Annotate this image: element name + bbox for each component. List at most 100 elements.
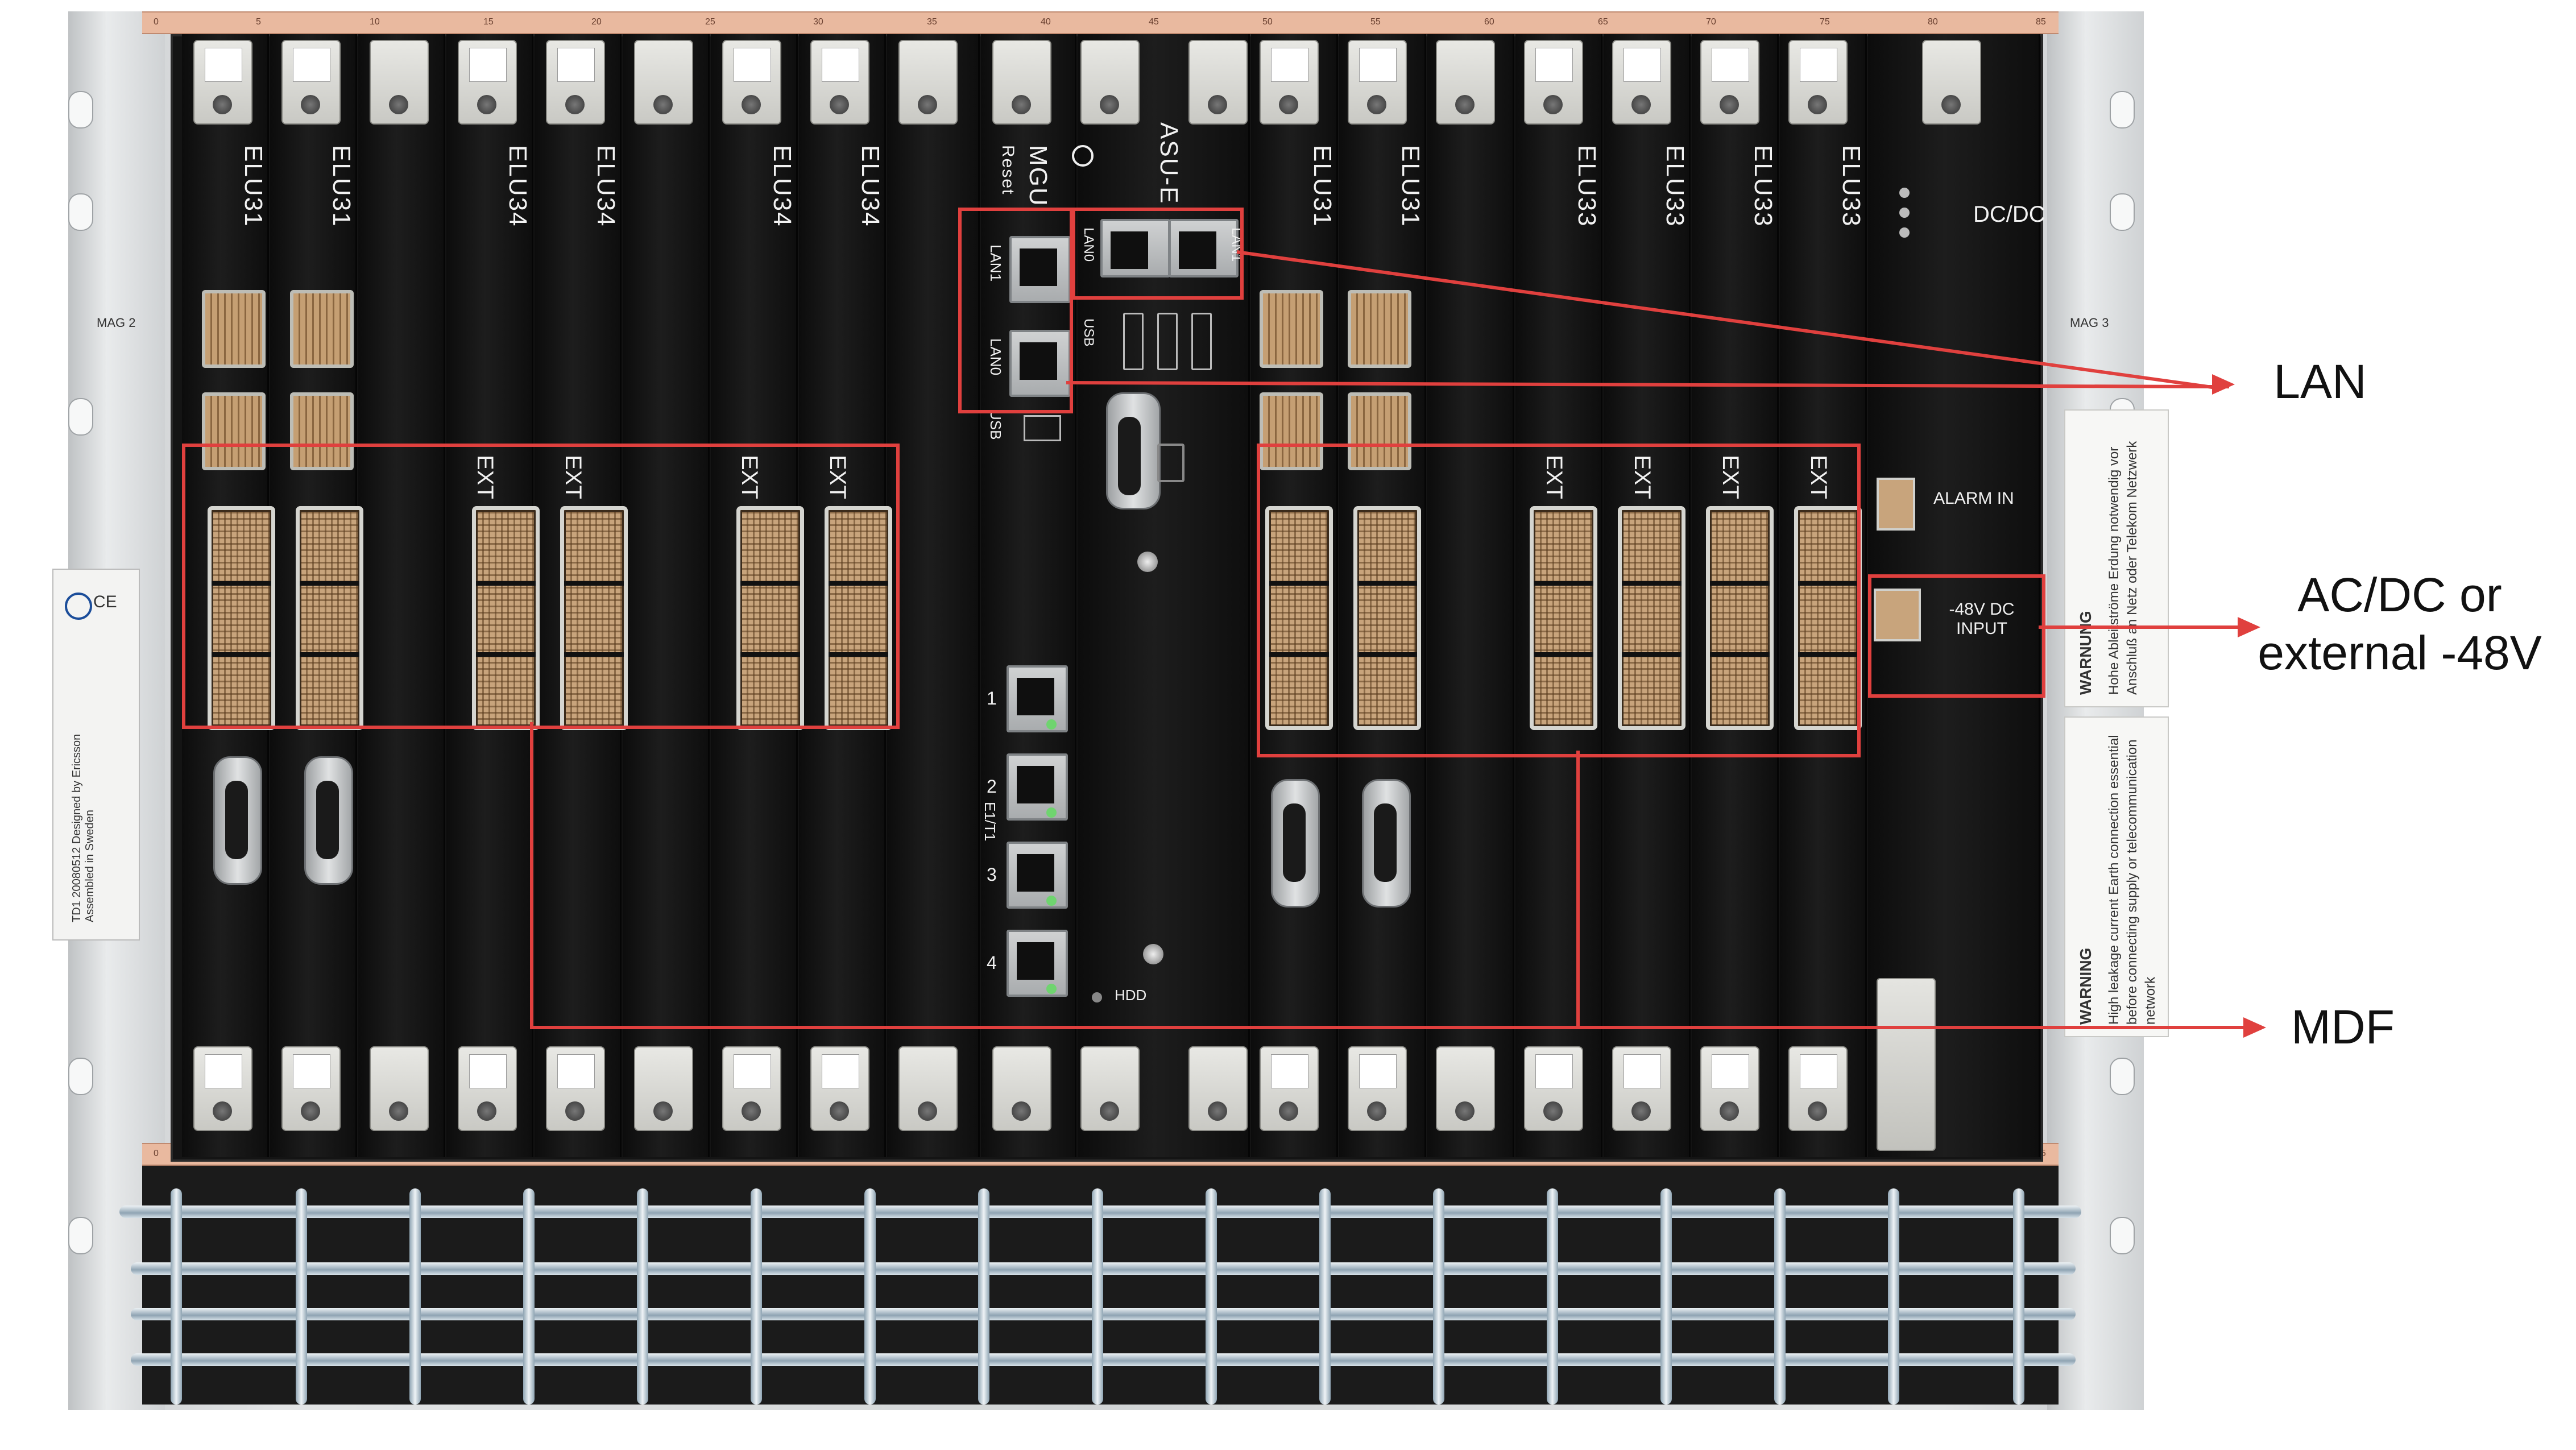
bottom-latch[interactable] (458, 1046, 517, 1131)
bottom-latch[interactable] (1788, 1046, 1848, 1131)
asu-lan1-port[interactable] (1169, 219, 1239, 277)
e1t1-port-3[interactable] (1007, 842, 1068, 909)
bottom-latch[interactable] (1436, 1046, 1495, 1131)
bottom-latch[interactable] (1524, 1046, 1583, 1131)
bottom-latch[interactable] (898, 1046, 958, 1131)
sfp-port[interactable] (202, 392, 266, 470)
top-latch[interactable] (193, 40, 252, 125)
mdf-connector[interactable] (1530, 506, 1597, 730)
e1t1-port-1[interactable] (1007, 665, 1068, 732)
sfp-port[interactable] (1348, 392, 1411, 470)
sfp-port[interactable] (1348, 290, 1411, 368)
rail-hole (2110, 1058, 2135, 1095)
tray-rail (131, 1308, 2076, 1320)
mdf-connector[interactable] (296, 506, 363, 730)
top-latch[interactable] (1080, 40, 1140, 125)
top-latch[interactable] (1922, 40, 1981, 125)
port-number-3: 3 (987, 864, 997, 885)
tray-hook (171, 1188, 182, 1405)
top-latch[interactable] (281, 40, 341, 125)
hdd-led (1092, 992, 1102, 1002)
tray-hook (1660, 1188, 1672, 1405)
ext-label: EXT (561, 455, 586, 499)
board-label-elu31: ELU31 (328, 145, 355, 227)
top-latch[interactable] (1700, 40, 1759, 125)
top-latch[interactable] (546, 40, 605, 125)
bottom-latch[interactable] (1348, 1046, 1407, 1131)
usb-port[interactable] (1024, 415, 1061, 441)
serial-port[interactable] (1271, 779, 1320, 908)
leader-mdf (530, 1026, 2253, 1029)
bottom-latch[interactable] (281, 1046, 341, 1131)
ext-label: EXT (1542, 455, 1567, 499)
console-port[interactable] (1106, 392, 1161, 509)
usb-port[interactable] (1191, 313, 1212, 370)
top-latch[interactable] (722, 40, 781, 125)
top-latch[interactable] (1188, 40, 1248, 125)
status-led (1899, 208, 1910, 218)
top-latch[interactable] (1436, 40, 1495, 125)
mdf-connector[interactable] (1353, 506, 1421, 730)
top-latch[interactable] (1788, 40, 1848, 125)
top-latch[interactable] (992, 40, 1051, 125)
top-latch[interactable] (1524, 40, 1583, 125)
sfp-port[interactable] (1260, 290, 1323, 368)
top-latch[interactable] (370, 40, 429, 125)
top-latch[interactable] (1612, 40, 1671, 125)
mgu-lan1-port[interactable] (1009, 236, 1071, 303)
sfp-port[interactable] (1260, 392, 1323, 470)
mag2-label: MAG 2 (97, 316, 136, 330)
board-label-elu33: ELU33 (1749, 145, 1777, 227)
board-label-elu33: ELU33 (1661, 145, 1689, 227)
reset-label: Reset (999, 145, 1017, 196)
rail-hole (68, 91, 93, 129)
mdf-connector[interactable] (472, 506, 540, 730)
bottom-latch[interactable] (1080, 1046, 1140, 1131)
bottom-latch[interactable] (370, 1046, 429, 1131)
top-latch[interactable] (1348, 40, 1407, 125)
bottom-latch[interactable] (992, 1046, 1051, 1131)
sfp-port[interactable] (202, 290, 266, 368)
mgu-lan0-port[interactable] (1009, 330, 1071, 397)
top-latch[interactable] (1260, 40, 1319, 125)
dc-input-connector[interactable] (1874, 589, 1921, 641)
bottom-latch[interactable] (634, 1046, 693, 1131)
top-latch[interactable] (898, 40, 958, 125)
serial-port[interactable] (213, 756, 262, 885)
sfp-port[interactable] (290, 392, 354, 470)
top-latch[interactable] (810, 40, 869, 125)
tray-rail (131, 1353, 2076, 1366)
alarm-in-connector[interactable] (1877, 478, 1915, 531)
bottom-latch[interactable] (1700, 1046, 1759, 1131)
mdf-connector[interactable] (1618, 506, 1685, 730)
bottom-latch[interactable] (1260, 1046, 1319, 1131)
asu-lan0-label: LAN0 (1081, 227, 1096, 262)
bottom-latch[interactable] (193, 1046, 252, 1131)
tray-hook (1092, 1188, 1103, 1405)
bottom-latch[interactable] (1188, 1046, 1248, 1131)
bottom-latch[interactable] (722, 1046, 781, 1131)
serial-port[interactable] (304, 756, 353, 885)
serial-port[interactable] (1362, 779, 1411, 908)
sfp-port[interactable] (290, 290, 354, 368)
e1t1-port-2[interactable] (1007, 753, 1068, 821)
top-latch[interactable] (634, 40, 693, 125)
mdf-connector[interactable] (1265, 506, 1333, 730)
mdf-connector[interactable] (1706, 506, 1774, 730)
bottom-latch[interactable] (810, 1046, 869, 1131)
mdf-connector[interactable] (208, 506, 275, 730)
mdf-connector[interactable] (560, 506, 628, 730)
power-switch-handle[interactable] (1877, 978, 1936, 1151)
port-number-1: 1 (987, 688, 997, 709)
mdf-connector[interactable] (825, 506, 892, 730)
usb-port[interactable] (1157, 313, 1178, 370)
usb-port[interactable] (1123, 313, 1144, 370)
tray-hook (2013, 1188, 2024, 1405)
asu-lan0-port[interactable] (1100, 219, 1170, 277)
reset-button-icon[interactable] (1072, 145, 1094, 167)
bottom-latch[interactable] (1612, 1046, 1671, 1131)
bottom-latch[interactable] (546, 1046, 605, 1131)
e1t1-port-4[interactable] (1007, 930, 1068, 997)
top-latch[interactable] (458, 40, 517, 125)
